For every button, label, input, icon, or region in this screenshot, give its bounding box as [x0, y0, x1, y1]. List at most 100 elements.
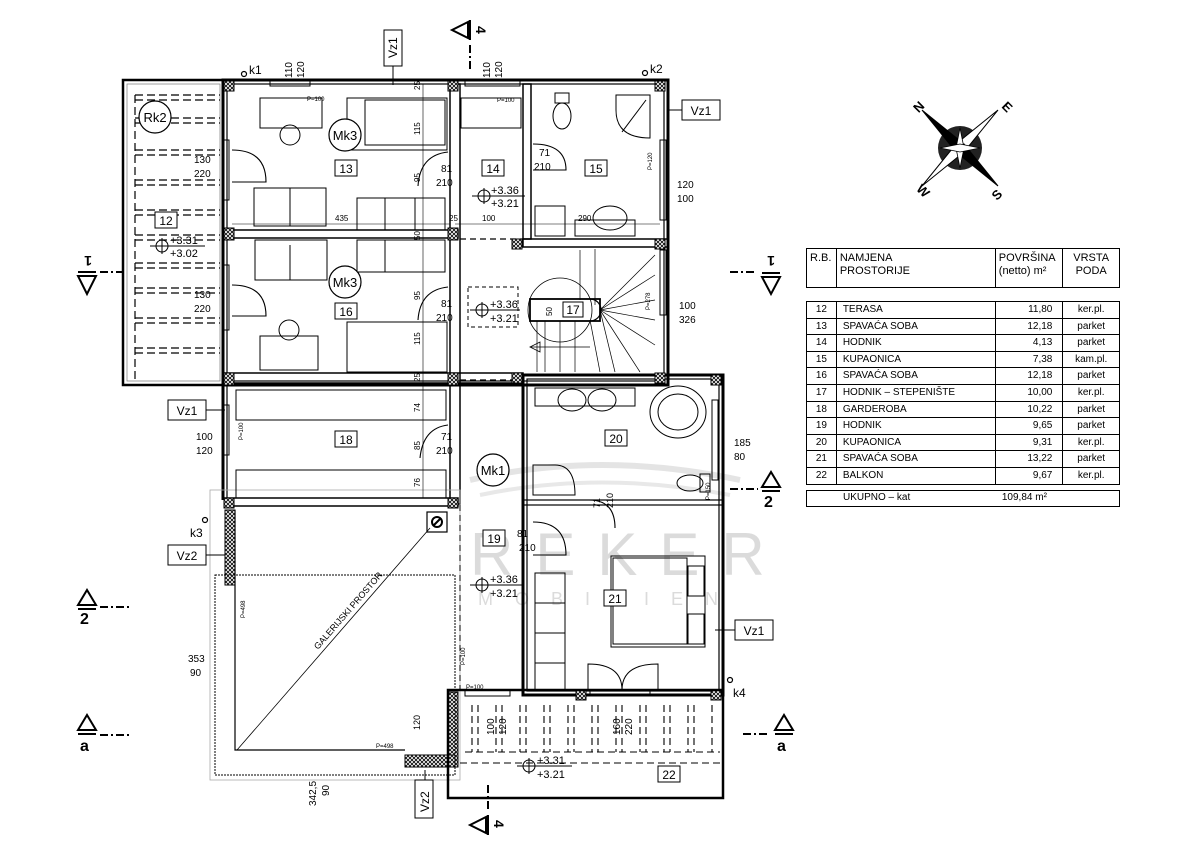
markers: Rk2 Mk3 Mk3 Mk1	[138, 100, 510, 487]
svg-text:1: 1	[767, 253, 775, 269]
marker-rk2: Rk2	[138, 100, 172, 134]
svg-text:81: 81	[441, 299, 453, 310]
svg-text:115: 115	[413, 122, 422, 135]
svg-text:25: 25	[449, 214, 458, 223]
svg-text:25: 25	[413, 373, 422, 382]
svg-text:+3.36: +3.36	[491, 185, 519, 197]
room-number: 12	[807, 302, 837, 318]
total-label: UKUPNO – kat	[843, 492, 911, 503]
corner-marks: k1 k2 k3 k4	[190, 62, 746, 700]
legend-total-row: UKUPNO – kat 109,84 m²	[806, 490, 1120, 507]
svg-text:+3.21: +3.21	[490, 588, 518, 600]
watermark: REKER MOBILIEN	[469, 462, 787, 609]
svg-text:4: 4	[473, 26, 489, 34]
svg-text:342,5: 342,5	[308, 781, 319, 806]
gallery-label: GALERIJSKI PROSTOR	[312, 570, 385, 652]
section-2-right: 2	[730, 470, 782, 511]
level-hall14: +3.36+3.21	[472, 185, 525, 210]
room-area: 9,31	[996, 434, 1064, 451]
svg-text:100: 100	[679, 301, 696, 312]
svg-text:50: 50	[545, 307, 554, 316]
section-4-top: 4	[449, 20, 489, 70]
room-number: 21	[807, 451, 837, 467]
room-area: 9,67	[996, 467, 1064, 484]
room-number: 19	[807, 418, 837, 434]
svg-text:220: 220	[194, 169, 211, 180]
svg-text:Mk3: Mk3	[333, 275, 358, 290]
svg-text:110: 110	[482, 62, 493, 78]
section-a-right: a	[743, 713, 795, 755]
room-area: 12,18	[996, 318, 1064, 335]
svg-text:15: 15	[589, 162, 603, 176]
svg-text:120: 120	[498, 718, 509, 735]
svg-text:50: 50	[413, 231, 422, 240]
room-name: TERASA	[837, 302, 996, 318]
svg-text:100: 100	[196, 432, 213, 443]
svg-text:k1: k1	[249, 63, 262, 77]
svg-text:100: 100	[482, 214, 496, 223]
svg-text:Vz1: Vz1	[691, 104, 712, 118]
room-area: 13,22	[996, 451, 1064, 467]
room-number: 15	[807, 351, 837, 368]
compass-rose: N E S W	[910, 98, 1016, 203]
svg-text:+3.31: +3.31	[170, 235, 198, 247]
terrace-12	[121, 78, 225, 387]
svg-text:220: 220	[624, 718, 635, 735]
tag-vz1-bedroom: Vz1	[715, 619, 774, 641]
room-name: SPAVAĆA SOBA	[837, 451, 996, 467]
svg-text:210: 210	[605, 493, 615, 508]
watermark-line1: REKER	[470, 521, 787, 588]
level-hall17: +3.36+3.21	[467, 286, 520, 328]
marker-mk3-16: Mk3	[328, 265, 362, 299]
svg-text:210: 210	[436, 446, 453, 457]
svg-text:210: 210	[436, 313, 453, 324]
staircase-17	[527, 249, 656, 373]
svg-text:435: 435	[335, 214, 349, 223]
svg-text:120: 120	[196, 446, 213, 457]
svg-text:P=100: P=100	[239, 422, 245, 440]
svg-text:P=100: P=100	[466, 685, 484, 691]
columns	[223, 80, 722, 768]
room-area: 12,18	[996, 368, 1064, 384]
room-number: 20	[807, 434, 837, 451]
compass-e: E	[999, 98, 1016, 115]
svg-text:74: 74	[413, 403, 422, 412]
room-name: GARDEROBA	[837, 401, 996, 418]
svg-text:90: 90	[321, 784, 332, 796]
svg-text:120: 120	[412, 715, 422, 730]
svg-text:P=150: P=150	[706, 482, 712, 500]
floor-type: parket	[1077, 337, 1106, 349]
room-name: HODNIK – STEPENIŠTE	[837, 384, 996, 401]
tag-vz1-top: Vz1	[383, 29, 403, 85]
svg-text:110: 110	[284, 62, 295, 78]
svg-text:2: 2	[80, 611, 89, 628]
room-area: 9,65	[996, 418, 1064, 434]
svg-text:76: 76	[413, 478, 422, 487]
svg-text:85: 85	[413, 441, 422, 450]
svg-text:21: 21	[608, 592, 622, 606]
svg-text:115: 115	[413, 332, 422, 345]
total-value: 109,84 m²	[1001, 492, 1047, 503]
dimensions: 110 120 P=100 110 120 P=100 130 220 130 …	[188, 61, 751, 806]
floor-type: ker.pl.	[1077, 304, 1105, 315]
svg-text:P=120: P=120	[648, 152, 654, 170]
svg-text:100: 100	[677, 194, 694, 205]
room-number: 13	[807, 318, 837, 335]
svg-text:+3.31: +3.31	[537, 755, 565, 767]
tag-vz2-left: Vz2	[167, 544, 225, 566]
room-label-12: 12	[154, 211, 178, 229]
svg-text:Vz1: Vz1	[386, 37, 400, 58]
svg-text:20: 20	[609, 432, 623, 446]
svg-text:16: 16	[339, 305, 353, 319]
room-name: SPAVAĆA SOBA	[837, 318, 996, 335]
